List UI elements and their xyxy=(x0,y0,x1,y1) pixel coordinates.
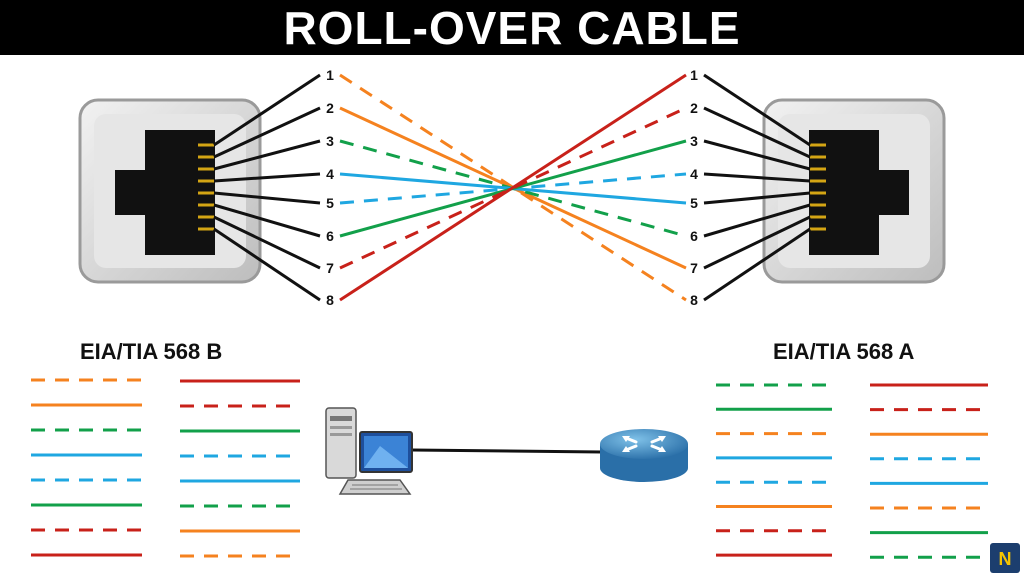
svg-text:N: N xyxy=(999,549,1012,569)
wire-7-to-2 xyxy=(339,106,687,270)
standard-a-pinout-right xyxy=(870,383,988,559)
left-fanout-wires xyxy=(213,73,321,302)
computer-icon xyxy=(325,407,413,495)
right-pin-4: 4 xyxy=(690,166,698,182)
left-pin-labels: 1 2 3 4 5 6 7 8 xyxy=(326,67,334,308)
left-pin-3: 3 xyxy=(326,133,334,149)
console-link-line xyxy=(411,448,603,454)
right-jack-icon xyxy=(762,98,946,284)
right-pin-8: 8 xyxy=(690,292,698,308)
left-pin-7: 7 xyxy=(326,260,334,276)
right-pin-7: 7 xyxy=(690,260,698,276)
crossover-wires xyxy=(339,73,687,302)
standard-b-label: EIA/TIA 568 B xyxy=(80,339,222,364)
left-pin-8: 8 xyxy=(326,292,334,308)
left-pin-6: 6 xyxy=(326,228,334,244)
left-pin-4: 4 xyxy=(326,166,334,182)
page-title: ROLL-OVER CABLE xyxy=(283,1,741,54)
standard-a-pinout-left xyxy=(716,383,832,557)
logo-icon: N xyxy=(990,543,1020,573)
left-pin-1: 1 xyxy=(326,67,334,83)
right-pin-6: 6 xyxy=(690,228,698,244)
right-pin-1: 1 xyxy=(690,67,698,83)
right-pin-2: 2 xyxy=(690,100,698,116)
standard-b-pinout-right xyxy=(180,379,300,558)
wire-8-to-1 xyxy=(339,73,687,302)
right-pin-5: 5 xyxy=(690,195,698,211)
standard-b-pinout-left xyxy=(31,378,142,557)
right-fanout-wires xyxy=(703,73,811,302)
title-bar: ROLL-OVER CABLE xyxy=(0,0,1024,55)
left-pin-2: 2 xyxy=(326,100,334,116)
left-pin-5: 5 xyxy=(326,195,334,211)
right-pin-labels: 1 2 3 4 5 6 7 8 xyxy=(690,67,698,308)
left-jack-icon xyxy=(78,98,262,284)
wire-1-to-8 xyxy=(339,73,687,302)
standard-a-label: EIA/TIA 568 A xyxy=(773,339,915,364)
right-pin-3: 3 xyxy=(690,133,698,149)
router-icon xyxy=(600,429,688,482)
